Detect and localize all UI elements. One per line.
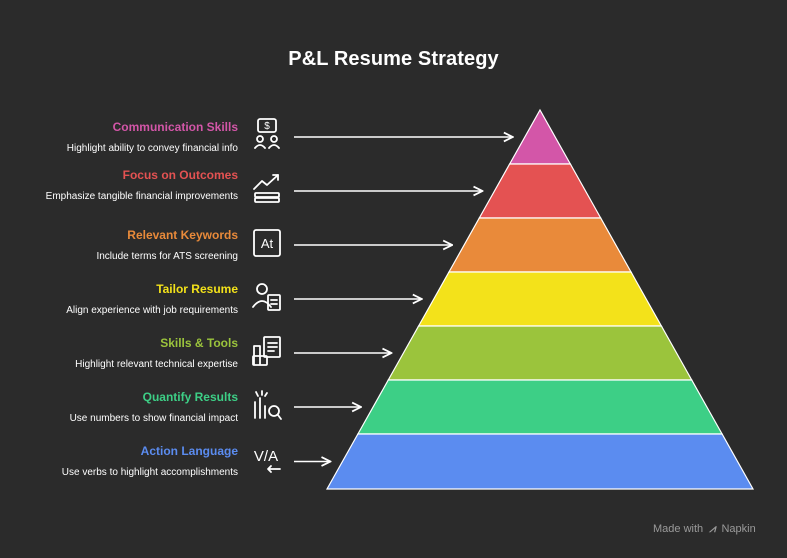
credit-prefix: Made with	[653, 523, 704, 535]
level-heading: Relevant Keywords	[127, 228, 238, 242]
pyramid-level-7	[325, 433, 755, 490]
napkin-logo-icon: ⩘	[709, 523, 716, 535]
credit-brand: Napkin	[721, 523, 756, 535]
level-description: Include terms for ATS screening	[96, 251, 238, 262]
level-heading: Communication Skills	[112, 120, 238, 134]
diagram-title: P&L Resume Strategy	[288, 48, 499, 70]
level-description: Use verbs to highlight accomplishments	[61, 467, 238, 478]
svg-text:At: At	[261, 236, 274, 251]
pyramid-level-4	[417, 271, 663, 327]
level-heading: Focus on Outcomes	[122, 168, 238, 182]
level-description: Emphasize tangible financial improvement…	[45, 191, 238, 202]
user-document-icon	[252, 283, 281, 311]
svg-text:$: $	[264, 121, 270, 132]
va-arrow-icon: V/A	[254, 448, 281, 473]
tools-notepad-icon	[252, 336, 281, 366]
pyramid-level-1	[508, 108, 572, 165]
level-description: Highlight ability to convey financial in…	[66, 143, 238, 154]
growth-cash-icon	[253, 174, 280, 203]
napkin-credit: Made with ⩘ Napkin	[653, 523, 756, 536]
level-heading: Quantify Results	[142, 390, 238, 404]
level-description: Align experience with job requirements	[66, 305, 238, 316]
pyramid-level-6	[356, 379, 724, 435]
text-at-icon: At	[253, 229, 281, 257]
level-heading: Tailor Resume	[156, 282, 238, 296]
level-heading: Action Language	[140, 444, 238, 458]
svg-text:V/A: V/A	[254, 448, 278, 465]
pyramid-level-3	[447, 217, 633, 273]
chart-magnifier-icon	[254, 390, 282, 420]
level-description: Use numbers to show financial impact	[69, 413, 238, 424]
pyramid-level-2	[478, 163, 602, 219]
money-presentation-icon: $	[254, 118, 280, 149]
level-heading: Skills & Tools	[160, 336, 238, 350]
level-description: Highlight relevant technical expertise	[75, 359, 238, 370]
pyramid-level-5	[387, 325, 693, 381]
